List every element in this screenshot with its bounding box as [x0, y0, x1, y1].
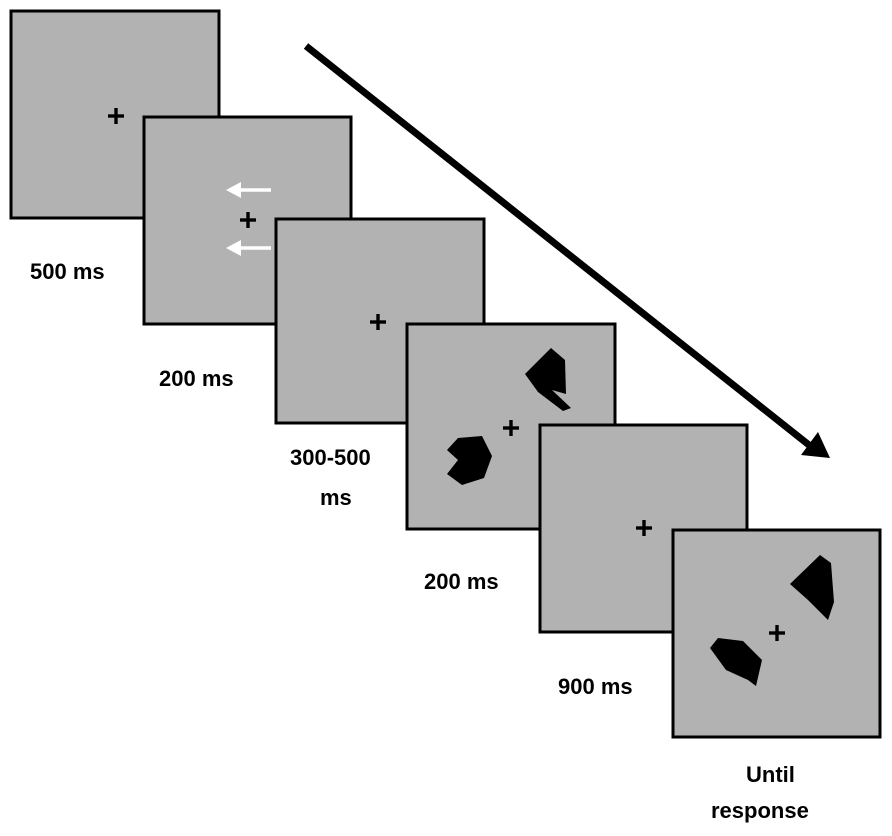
duration-label-frame-6-line-1: Until: [746, 762, 795, 787]
fixation-cross-icon: [108, 108, 124, 124]
duration-label-frame-3-line-2: ms: [320, 485, 352, 510]
fixation-cross-icon: [503, 420, 519, 436]
shape-bottom-left: [710, 638, 762, 686]
duration-label-frame-1: 500 ms: [30, 259, 105, 284]
left-arrow-icon-bottom: [226, 240, 271, 256]
frame-6: [671, 528, 882, 739]
shape-top-right: [525, 348, 571, 411]
fixation-cross-icon: [769, 625, 785, 641]
duration-label-frame-4: 200 ms: [424, 569, 499, 594]
fixation-cross-icon: [240, 212, 256, 228]
time-arrow-icon: [303, 43, 830, 458]
duration-label-frame-2: 200 ms: [159, 366, 234, 391]
left-arrow-icon-top: [226, 182, 271, 198]
duration-label-frame-3-line-1: 300-500: [290, 445, 371, 470]
fixation-cross-icon: [636, 520, 652, 536]
duration-label-frame-5: 900 ms: [558, 674, 633, 699]
duration-label-frame-6-line-2: response: [711, 798, 809, 823]
shape-top-right: [790, 555, 834, 620]
fixation-cross-icon: [370, 314, 386, 330]
shape-bottom-left: [447, 436, 492, 485]
